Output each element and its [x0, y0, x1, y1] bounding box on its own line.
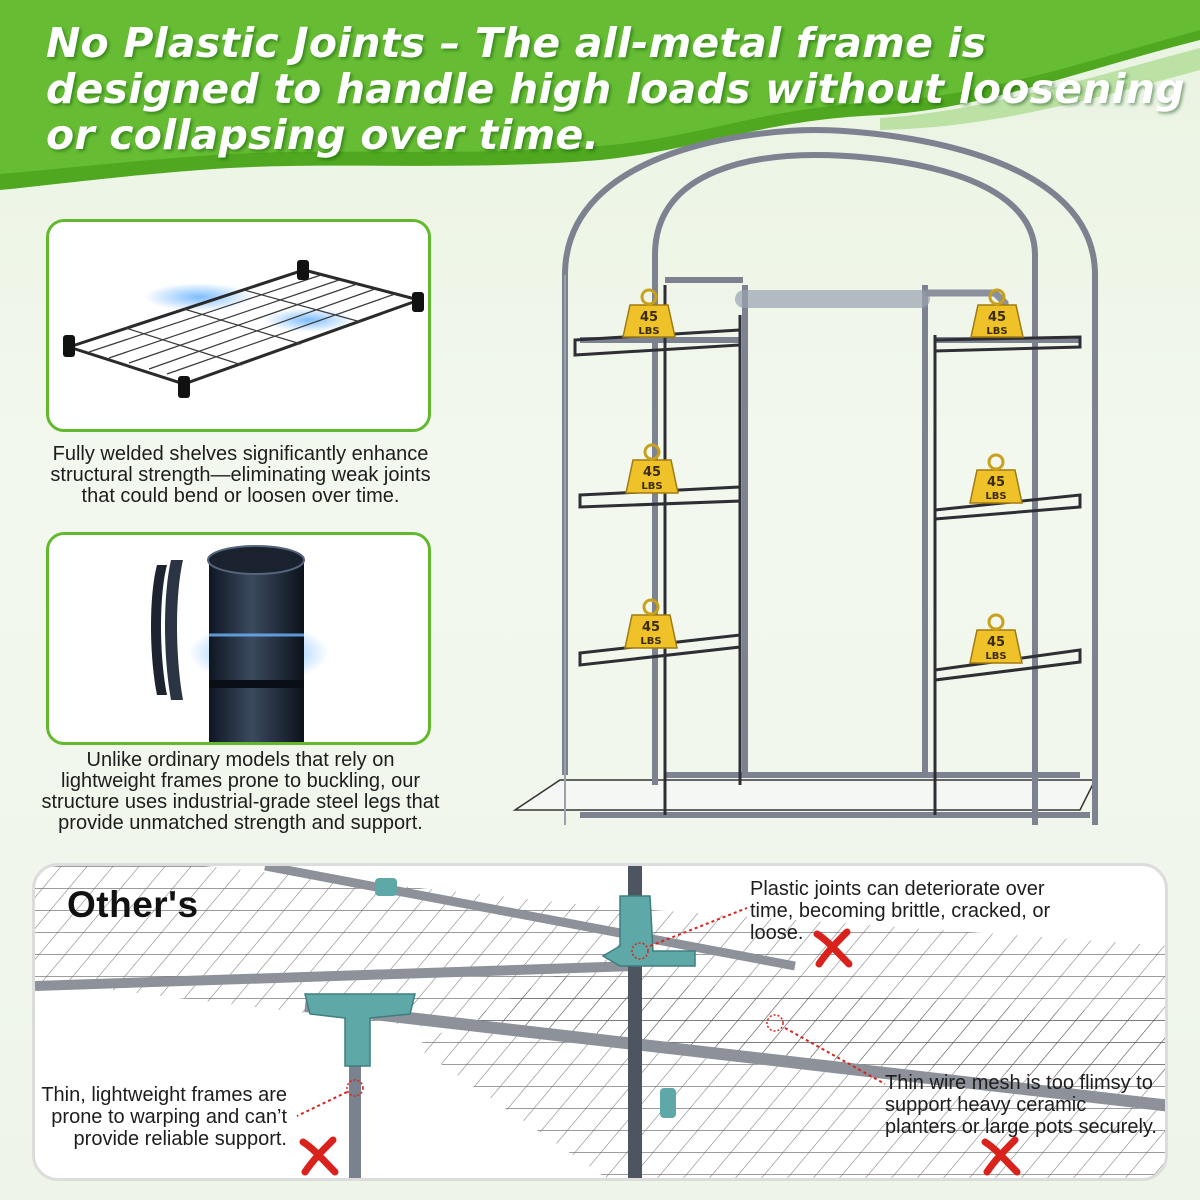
others-label: Other's: [67, 884, 199, 925]
thin-mesh-note: Thin wire mesh is too flimsy to support …: [885, 1072, 1157, 1138]
x-mark-icon: [299, 1136, 339, 1176]
competitor-frame-illustration: [35, 866, 1165, 1178]
welded-shelf-panel: [46, 219, 431, 432]
weight-icon: 45 LBS: [622, 288, 676, 338]
green-wave-background: [0, 0, 1200, 190]
headline-text: No Plastic Joints – The all-metal frame …: [46, 19, 1185, 159]
plastic-joints-note: Plastic joints can deteriorate over time…: [750, 878, 1051, 944]
weight-label-4: 45: [987, 475, 1005, 490]
weight-label-1: 45: [640, 310, 658, 325]
steel-leg-caption: Unlike ordinary models that rely on ligh…: [41, 749, 440, 834]
comparison-box: Other's Plastic joints can deteriorate o…: [32, 863, 1168, 1181]
weight-label-6: 45: [987, 635, 1005, 650]
svg-text:LBS: LBS: [641, 481, 662, 492]
weight-icon: 45 LBS: [624, 598, 678, 649]
weight-icon: 45 LBS: [625, 443, 679, 494]
svg-text:LBS: LBS: [985, 651, 1006, 662]
header-banner: No Plastic Joints – The all-metal frame …: [0, 0, 1200, 200]
weight-label-3: 45: [643, 465, 661, 480]
weight-label-5: 45: [642, 620, 660, 635]
svg-text:LBS: LBS: [986, 326, 1007, 337]
weight-label-2: 45: [988, 310, 1006, 325]
weight-icon: 45 LBS: [969, 613, 1023, 664]
greenhouse-illustration: 45 LBS 45 LBS 45 LBS 45 LBS 45 LBS 45 LB…: [512, 126, 1098, 825]
weight-icon: 45 LBS: [970, 288, 1024, 338]
svg-text:LBS: LBS: [985, 491, 1006, 502]
steel-leg-panel: [46, 532, 431, 745]
steel-leg-illustration: [151, 545, 329, 742]
welded-shelf-illustration: [63, 260, 425, 398]
svg-text:LBS: LBS: [640, 636, 661, 647]
x-mark-icon: [813, 928, 853, 968]
thin-frames-note: Thin, lightweight frames are prone to wa…: [41, 1084, 287, 1150]
welded-shelf-caption: Fully welded shelves significantly enhan…: [50, 443, 431, 507]
weight-icon: 45 LBS: [969, 453, 1023, 504]
svg-text:LBS: LBS: [638, 326, 659, 337]
x-mark-icon: [981, 1136, 1021, 1176]
